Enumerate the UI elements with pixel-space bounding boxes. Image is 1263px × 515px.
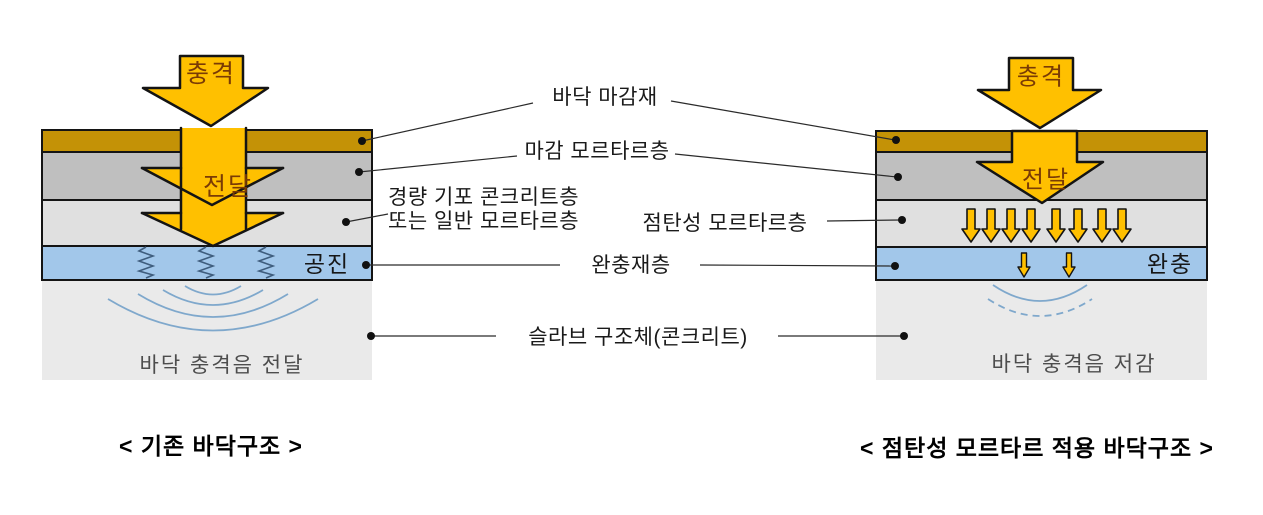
leader-dots [342, 136, 908, 340]
right-impact-arrow-label: 충격 [1016, 63, 1066, 91]
left-layer-cushion [41, 245, 373, 281]
label-lightweight-concrete-line2: 또는 일반 모르타르층 [388, 210, 580, 233]
left-spring-icons [136, 246, 276, 279]
reduced-arrow-icons [1017, 252, 1076, 278]
right-slab [876, 281, 1207, 380]
right-sound-wave-arcs [987, 284, 1093, 317]
leader-lines [345, 100, 903, 337]
label-cushion-layer: 완충재층 [591, 254, 671, 277]
label-viscoelastic-mortar: 점탄성 모르타르층 [642, 212, 808, 235]
label-lightweight-concrete-line1: 경량 기포 콘크리트층 [388, 186, 580, 209]
right-caption: < 점탄성 모르타르 적용 바닥구조 > [860, 435, 1214, 461]
left-transfer-arrow [140, 126, 285, 248]
label-lightweight-concrete: 경량 기포 콘크리트층 또는 일반 모르타르층 [388, 186, 579, 234]
left-caption: < 기존 바닥구조 > [119, 433, 303, 459]
right-slab-note: 바닥 충격음 저감 [991, 353, 1157, 376]
right-impact-arrow [976, 56, 1103, 130]
label-floor-finish: 바닥 마감재 [552, 86, 658, 109]
label-slab-structure: 슬라브 구조체(콘크리트) [528, 326, 748, 349]
right-layer-viscoelastic-mortar [875, 199, 1208, 248]
left-impact-arrow-label: 충격 [185, 60, 237, 88]
left-resonance-label: 공진 [303, 251, 351, 277]
right-damping-label: 완충 [1146, 251, 1194, 277]
left-transfer-arrow-label: 전달 [202, 173, 254, 201]
left-slab-note: 바닥 충격음 전달 [139, 354, 305, 377]
left-structure [41, 54, 373, 380]
label-finish-mortar: 마감 모르타르층 [524, 140, 670, 163]
dispersion-arrow-icons [961, 208, 1132, 243]
right-layer-cushion [875, 246, 1208, 281]
right-transfer-arrow [975, 129, 1105, 205]
left-sound-wave-arcs [107, 285, 319, 332]
right-structure [875, 56, 1208, 380]
left-impact-arrow [141, 54, 270, 128]
right-transfer-arrow-label: 전달 [1021, 166, 1071, 194]
